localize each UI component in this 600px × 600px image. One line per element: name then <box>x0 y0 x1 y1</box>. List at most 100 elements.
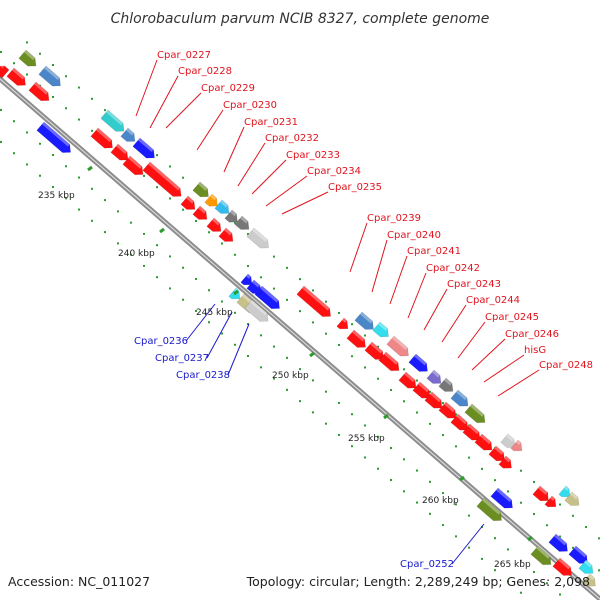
gene-shape <box>500 433 516 448</box>
guide-dot <box>481 557 483 560</box>
leader-line <box>407 272 427 319</box>
guide-dot <box>143 264 145 267</box>
guide-dot <box>260 276 262 279</box>
gene-shine <box>126 127 135 136</box>
guide-dot <box>13 152 15 155</box>
guide-dot <box>78 208 80 211</box>
gene-arrow <box>386 335 409 357</box>
gene-label: Cpar_0239 <box>367 213 421 224</box>
guide-dot <box>325 422 327 425</box>
guide-dot <box>442 524 444 527</box>
gene-shape <box>206 217 222 232</box>
leader-line <box>149 75 179 129</box>
gene-label: Cpar_0234 <box>307 166 361 177</box>
gene-shine <box>392 336 408 351</box>
guide-dot <box>299 400 301 403</box>
guide-dot <box>13 62 15 65</box>
scale-tick <box>233 289 239 296</box>
guide-dot <box>416 379 418 382</box>
guide-dot <box>169 197 171 200</box>
guide-dot <box>520 501 522 504</box>
label-leader-lines <box>135 59 540 565</box>
guide-dot <box>130 221 132 224</box>
gene-label: hisG <box>524 345 546 356</box>
gene-arrow <box>192 181 209 198</box>
gene-arrow <box>558 485 571 498</box>
guide-dot <box>286 356 288 359</box>
gene-shine <box>550 495 556 501</box>
guide-dot <box>247 323 249 326</box>
gene-arrow <box>438 401 457 419</box>
gene-shape <box>488 445 505 462</box>
gene-shape <box>532 485 549 502</box>
gene-arrow <box>578 559 594 574</box>
gene-arrow <box>476 497 502 522</box>
gene-shape <box>6 67 26 86</box>
gene-shape <box>558 485 571 498</box>
leader-line <box>497 369 540 397</box>
gene-label: Cpar_0252 <box>400 559 454 570</box>
guide-dot <box>325 300 327 303</box>
gene-shine <box>230 210 237 217</box>
guide-dot <box>455 503 457 506</box>
gene-arrow <box>214 199 230 214</box>
gene-arrow <box>6 67 26 86</box>
guide-dot <box>26 41 28 44</box>
accession-text: Accession: NC_011027 <box>8 574 150 589</box>
guide-dot <box>247 265 249 268</box>
gene-arrow <box>142 161 182 197</box>
guide-dot <box>546 582 548 585</box>
gene-shine <box>370 342 383 354</box>
gene-shine <box>430 392 442 403</box>
leader-line <box>223 126 245 173</box>
leader-line <box>206 311 233 359</box>
gene-shine <box>558 558 571 570</box>
guide-dot <box>312 379 314 382</box>
gene-arrow <box>582 573 596 587</box>
gene-shine <box>186 196 195 204</box>
gene-shine <box>504 456 511 463</box>
guide-dot <box>65 197 67 200</box>
gene-shape <box>578 559 594 574</box>
leader-line <box>165 92 202 129</box>
gene-shape <box>122 155 144 176</box>
guide-dot <box>221 300 223 303</box>
guide-dot <box>104 231 106 234</box>
gene-shine <box>494 446 504 455</box>
gene-arrow <box>110 143 129 161</box>
guide-dot <box>312 289 314 292</box>
gene-shine <box>538 485 548 495</box>
guide-dot <box>403 490 405 493</box>
scale-label: 265 kbp <box>494 560 531 570</box>
guide-dot <box>468 546 470 549</box>
guide-dot <box>520 559 522 562</box>
guide-dot <box>130 253 132 256</box>
guide-dot <box>182 176 184 179</box>
guide-dot <box>156 186 158 189</box>
gene-arrow <box>474 433 493 451</box>
gene-arrow <box>38 65 61 87</box>
gene-arrow <box>296 285 331 317</box>
guide-dot <box>234 343 236 346</box>
gene-label: Cpar_0231 <box>244 117 298 128</box>
scale-label: 245 kbp <box>196 308 233 318</box>
gene-shape <box>214 199 230 214</box>
scale-label: 235 kbp <box>38 191 75 201</box>
gene-arrow <box>36 121 71 153</box>
gene-arrow <box>498 455 512 469</box>
guide-dot <box>598 537 600 540</box>
guide-dot <box>403 368 405 371</box>
gene-shine <box>198 206 207 214</box>
gene-arrow <box>424 391 443 409</box>
gene-shape <box>378 351 400 372</box>
gene-shape <box>18 49 37 67</box>
guide-dot <box>195 309 197 312</box>
guide-dot <box>494 537 496 540</box>
gene-arrow <box>90 127 113 149</box>
guide-dot <box>338 433 340 436</box>
leader-line <box>349 222 368 273</box>
guide-dot <box>234 221 236 224</box>
gene-shape <box>552 557 572 576</box>
gene-shine <box>570 492 579 500</box>
